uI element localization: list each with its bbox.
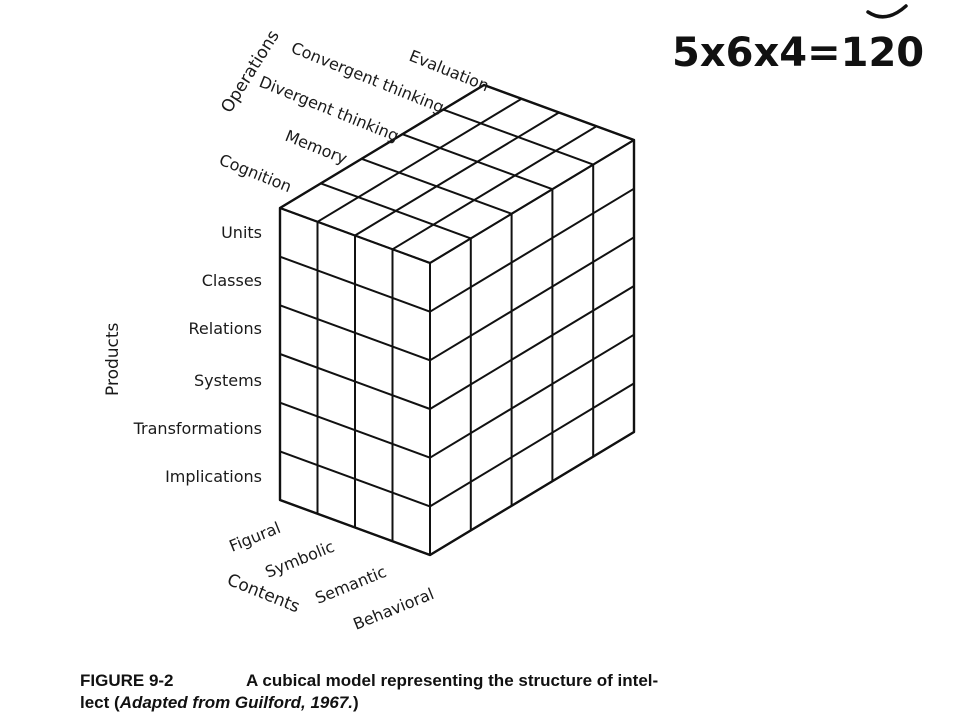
content-label-figural: Figural	[226, 518, 283, 556]
top-content-line-19	[316, 97, 523, 223]
operation-label-memory: Memory	[283, 126, 350, 168]
side-row-line-29	[429, 139, 635, 264]
side-row-line-31	[429, 236, 635, 362]
operations-heading: Operations	[217, 27, 284, 117]
content-label-semantic: Semantic	[312, 562, 389, 608]
cube-grid	[278, 83, 636, 557]
cube-outline	[278, 83, 636, 557]
side-row-line-30	[429, 187, 635, 313]
figure-number: FIGURE 9-2	[80, 671, 174, 690]
product-label-transformations: Transformations	[133, 419, 262, 438]
product-label-classes: Classes	[202, 271, 262, 290]
figure-caption-citation: Adapted from Guilford, 1967.	[119, 693, 353, 712]
product-label-systems: Systems	[194, 371, 262, 390]
figure-caption-line2-start: lect (	[80, 693, 120, 712]
product-label-implications: Implications	[165, 467, 262, 486]
figure-caption-line1: FIGURE 9-2 A cubical model representing …	[80, 671, 658, 690]
figure-caption-line2-end: )	[353, 693, 359, 712]
figure-caption-line2: lect (Adapted from Guilford, 1967.)	[80, 693, 359, 712]
content-label-behavioral: Behavioral	[350, 584, 436, 634]
content-label-symbolic: Symbolic	[262, 537, 337, 582]
top-content-line-20	[354, 111, 560, 237]
side-row-line-33	[429, 333, 635, 459]
top-content-line-21	[391, 125, 598, 251]
figure-caption-text: A cubical model representing the structu…	[246, 671, 658, 690]
operation-label-cognition: Cognition	[217, 150, 295, 196]
handwritten-mark	[866, 4, 908, 19]
products-heading: Products	[103, 322, 123, 396]
product-label-relations: Relations	[189, 319, 262, 338]
contents-heading: Contents	[224, 570, 303, 617]
product-label-units: Units	[221, 223, 262, 242]
side-row-line-32	[429, 285, 635, 410]
side-row-line-34	[429, 382, 635, 508]
handwritten-annotation: 5x6x4=120	[672, 30, 924, 76]
